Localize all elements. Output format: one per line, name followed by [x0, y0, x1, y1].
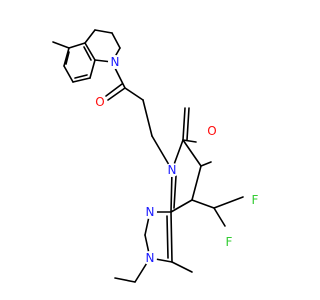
atom-label-background: [165, 163, 179, 177]
atom-label: N: [168, 163, 177, 177]
bond: [182, 139, 202, 167]
atom-label: N: [111, 55, 120, 69]
bond: [182, 107, 186, 141]
atom-f-1: F: [248, 193, 262, 207]
bond: [191, 165, 202, 201]
bond: [170, 199, 193, 213]
bond: [182, 139, 197, 143]
bond: [107, 87, 126, 101]
bond: [94, 29, 113, 34]
atom-label: N: [146, 251, 155, 265]
bond: [84, 42, 96, 61]
bond: [114, 277, 136, 283]
bond: [191, 199, 215, 209]
atom-label-background: [205, 124, 219, 138]
bond: [173, 175, 177, 209]
atom-label-background: [93, 95, 107, 109]
bond: [84, 29, 96, 44]
atom-n-pyrazole-2: N: [143, 251, 157, 265]
bond: [89, 59, 96, 79]
atom-label-layer: N O O N N N F F: [93, 55, 262, 265]
bond: [200, 161, 212, 167]
atom-label: N: [146, 205, 155, 219]
bond: [111, 32, 121, 49]
atom-label: F: [252, 193, 259, 207]
atom-label-background: [108, 55, 122, 69]
atom-o-pyridone: O: [205, 124, 219, 138]
molecule-structure: N O O N N N F F: [0, 0, 300, 300]
bond: [186, 107, 190, 141]
atom-label-background: [143, 205, 157, 219]
atom-n-pyridone: N: [165, 163, 179, 177]
bond: [83, 46, 92, 61]
bond: [142, 99, 153, 137]
background: [0, 0, 300, 300]
atom-label-background: [248, 193, 262, 207]
bond: [170, 211, 173, 263]
atom-f-2: F: [222, 235, 236, 249]
bond: [170, 169, 173, 213]
bond: [124, 87, 144, 101]
bond: [105, 83, 123, 97]
bond: [171, 261, 193, 273]
bond: [68, 42, 86, 49]
bond: [52, 41, 70, 49]
atom-label-background: [143, 251, 157, 265]
atom-o-amide: O: [93, 95, 107, 109]
bond: [166, 215, 169, 259]
bond: [74, 74, 88, 79]
atom-label: O: [95, 95, 104, 109]
bond: [72, 77, 91, 83]
bond: [63, 47, 70, 67]
bond: [213, 207, 226, 227]
atom-label: F: [226, 235, 233, 249]
atom-label: O: [207, 124, 216, 138]
atom-n-quinoline: N: [108, 55, 122, 69]
bond: [63, 65, 74, 83]
bond: [65, 51, 70, 65]
atom-label-background: [222, 235, 236, 249]
bond: [213, 196, 244, 209]
atom-n-pyrazole-1: N: [143, 205, 157, 219]
